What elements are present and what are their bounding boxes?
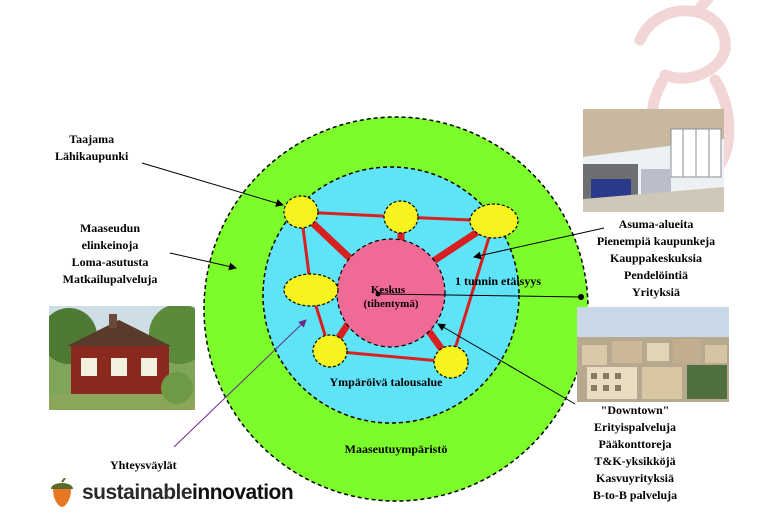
- node-urban-4: [284, 274, 338, 306]
- city-photo: [577, 307, 729, 402]
- residential-label-line: Pendelöintiä: [580, 267, 732, 284]
- interior-photo: [583, 109, 724, 212]
- downtown-label-line: "Downtown": [580, 402, 690, 419]
- brand-name-part2: innovation: [192, 481, 293, 505]
- node-urban-3: [470, 204, 518, 238]
- center-subtitle: (tihentymä): [364, 298, 419, 310]
- downtown-label-line: T&K-yksikköjä: [580, 453, 690, 470]
- node-urban-2: [384, 201, 418, 233]
- urban-label: Taajama Lähikaupunki: [55, 131, 128, 165]
- node-urban-6: [434, 346, 468, 378]
- rural-label-line: Matkailupalveluja: [52, 271, 168, 288]
- downtown-label-line: Erityispalveluja: [580, 419, 690, 436]
- distance-label: 1 tunnin etäisyys: [455, 274, 541, 288]
- rural-label: Maaseudun elinkeinoja Loma-asutusta Matk…: [52, 220, 168, 288]
- brand-name-part1: sustainable: [82, 481, 192, 505]
- urban-label-line: Taajama: [55, 131, 128, 148]
- rural-label-line: elinkeinoja: [52, 237, 168, 254]
- residential-label: Asuma-alueita Pienempiä kaupunkeja Kaupp…: [580, 216, 732, 301]
- residential-label-line: Asuma-alueita: [580, 216, 732, 233]
- rural-label-line: Loma-asutusta: [52, 254, 168, 271]
- outer-zone-label: Maaseutuympäristö: [345, 442, 448, 456]
- residential-label-line: Kauppakeskuksia: [580, 250, 732, 267]
- connections-label: Yhteysväylät: [110, 457, 177, 474]
- node-urban-5: [313, 335, 347, 367]
- downtown-label-line: Kasvuyrityksiä: [580, 470, 690, 487]
- node-urban-1: [284, 196, 318, 228]
- downtown-label-line: B-to-B palveluja: [580, 487, 690, 504]
- downtown-label-line: Pääkonttoreja: [580, 436, 690, 453]
- center-point: [376, 292, 381, 297]
- residential-label-line: Yrityksiä: [580, 284, 732, 301]
- downtown-label: "Downtown" Erityispalveluja Pääkonttorej…: [580, 402, 690, 504]
- urban-label-line: Lähikaupunki: [55, 148, 128, 165]
- acorn-icon: [48, 478, 76, 508]
- residential-label-line: Pienempiä kaupunkeja: [580, 233, 732, 250]
- rural-label-line: Maaseudun: [52, 220, 168, 237]
- cottage-photo: [49, 306, 195, 410]
- inner-zone-label: Ympäröivä talousalue: [329, 375, 443, 389]
